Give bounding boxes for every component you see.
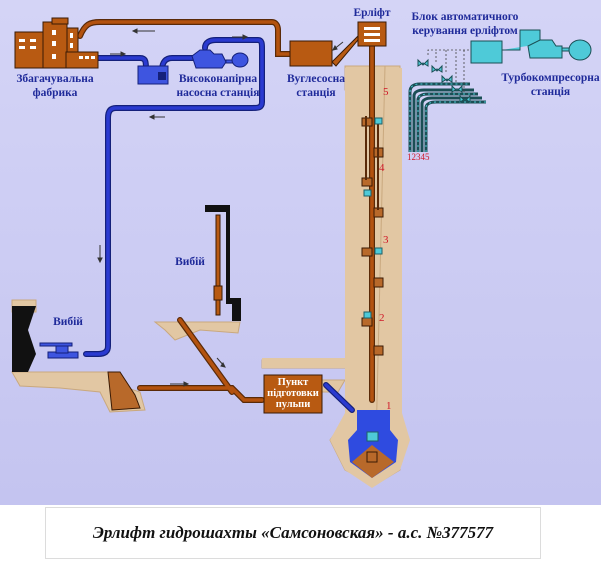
label-face-left: Вибій [53,316,83,328]
label-turbo-line1: Турбокомпресорна [501,72,600,84]
label-coal-pump: Вуглесосна станція [280,72,352,100]
diagram-canvas [0,0,601,505]
label-control-block: Блок автоматичного керування ерліфтом [402,10,528,38]
label-hp-pump-line1: Високонапірна [178,73,258,85]
label-turbo-line2: станція [530,86,571,98]
coal-face-mid [205,205,241,321]
label-pulp-point: Пункт підготовки пульпи [264,377,322,410]
coal-face-left [12,306,36,372]
label-pulp-line1: Пункт [277,377,309,388]
label-control-line1: Блок автоматичного [411,11,519,23]
stage-number-4: 4 [379,162,385,174]
stage-number-3: 3 [383,234,389,246]
label-turbo-station: Турбокомпресорна станція [500,71,601,99]
slurry-sump [107,371,141,411]
high-pressure-pump [191,49,249,69]
label-airlift: Ерліфт [353,7,391,19]
label-pulp-line2: підготовки [267,388,319,399]
control-valves [417,58,471,103]
turbocompressor [502,29,592,61]
caption-box: Эрлифт гидрошахты «Самсоновская» - а.с. … [45,507,541,559]
airlift-stages [361,116,384,463]
airlift-head [357,21,387,47]
pipe-numbers: 12345 [407,152,430,162]
label-factory: Збагачувальна фабрика [10,72,100,100]
label-pulp-line3: пульпи [275,399,311,410]
hydromonitor [39,342,79,359]
stage-number-1: 1 [386,400,392,412]
flow-arrows [97,28,344,387]
label-coal-pump-line2: станція [296,87,336,99]
airlift-diagram: Збагачувальна фабрика Високонапірна насо… [0,0,601,505]
caption: Эрлифт гидрошахты «Самсоновская» - а.с. … [92,523,494,542]
label-face-mid: Вибій [175,256,205,268]
water-tank [137,65,169,85]
pulp-preparation-box [263,374,323,414]
label-coal-pump-line1: Вуглесосна [287,73,345,85]
coal-pump-station [289,34,359,67]
factory-building [14,17,99,69]
control-block [427,40,503,92]
label-factory-line2: фабрика [32,87,78,99]
shaft [262,68,410,488]
air-pipe-bundle-inner [409,83,486,152]
stage-number-5: 5 [383,86,389,98]
label-hp-pump: Високонапірна насосна станція [172,72,264,100]
stage-number-2: 2 [379,312,385,324]
label-factory-line1: Збагачувальна [16,73,94,85]
label-hp-pump-line2: насосна станція [176,87,260,99]
label-control-line2: керування ерліфтом [412,25,518,37]
slurry-pipes-inner [78,20,374,402]
